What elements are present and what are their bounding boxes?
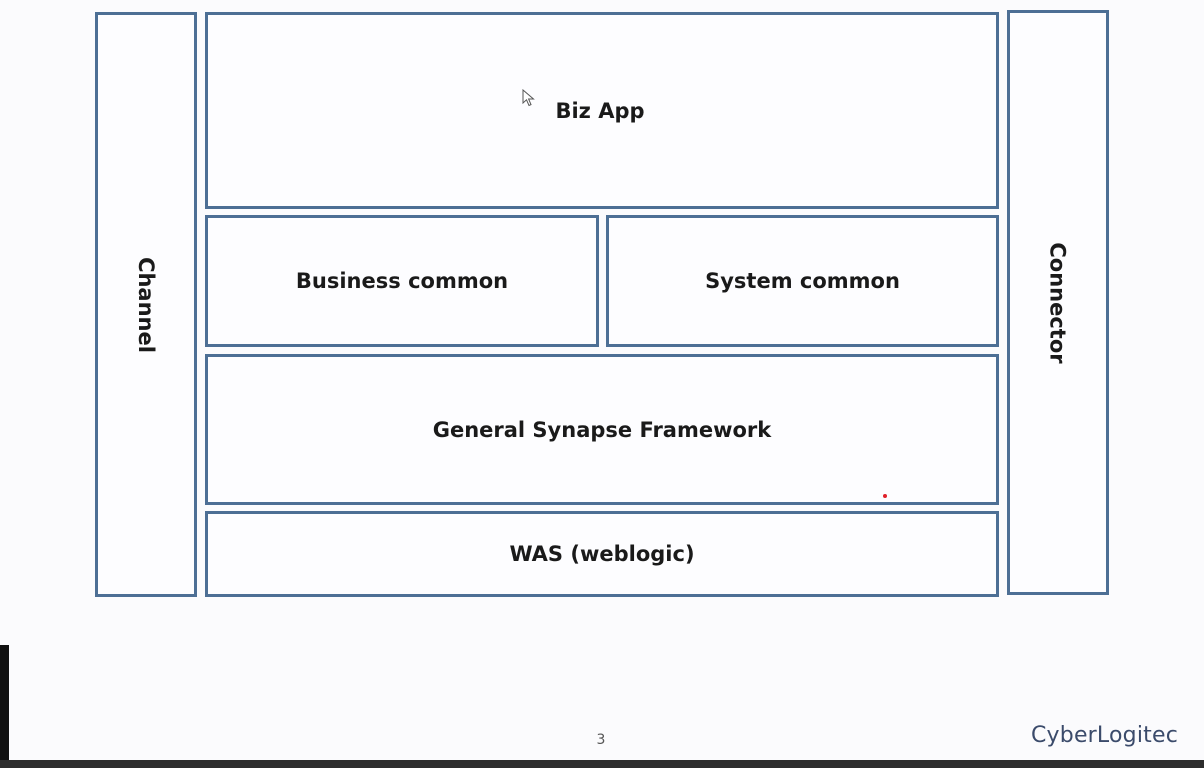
framework-box: General Synapse Framework: [205, 354, 999, 505]
channel-box: Channel: [95, 12, 197, 597]
was-label: WAS (weblogic): [509, 542, 695, 566]
business-common-box: Business common: [205, 215, 599, 347]
biz-app-label: Biz App: [555, 99, 645, 123]
was-box: WAS (weblogic): [205, 511, 999, 597]
system-common-label: System common: [705, 269, 900, 293]
biz-app-box: Biz App: [205, 12, 999, 209]
left-edge-strip: [0, 645, 9, 763]
framework-label: General Synapse Framework: [432, 417, 772, 442]
connector-box: Connector: [1007, 10, 1109, 595]
channel-label: Channel: [134, 256, 158, 353]
system-common-box: System common: [606, 215, 999, 347]
business-common-label: Business common: [295, 269, 509, 293]
pointer-dot: [883, 494, 887, 498]
bottom-bar: [0, 760, 1204, 768]
connector-label: Connector: [1046, 241, 1071, 364]
cursor-arrow-icon: [522, 89, 535, 107]
page-number: 3: [596, 732, 606, 748]
company-logo: CyberLogitec: [1031, 723, 1178, 748]
